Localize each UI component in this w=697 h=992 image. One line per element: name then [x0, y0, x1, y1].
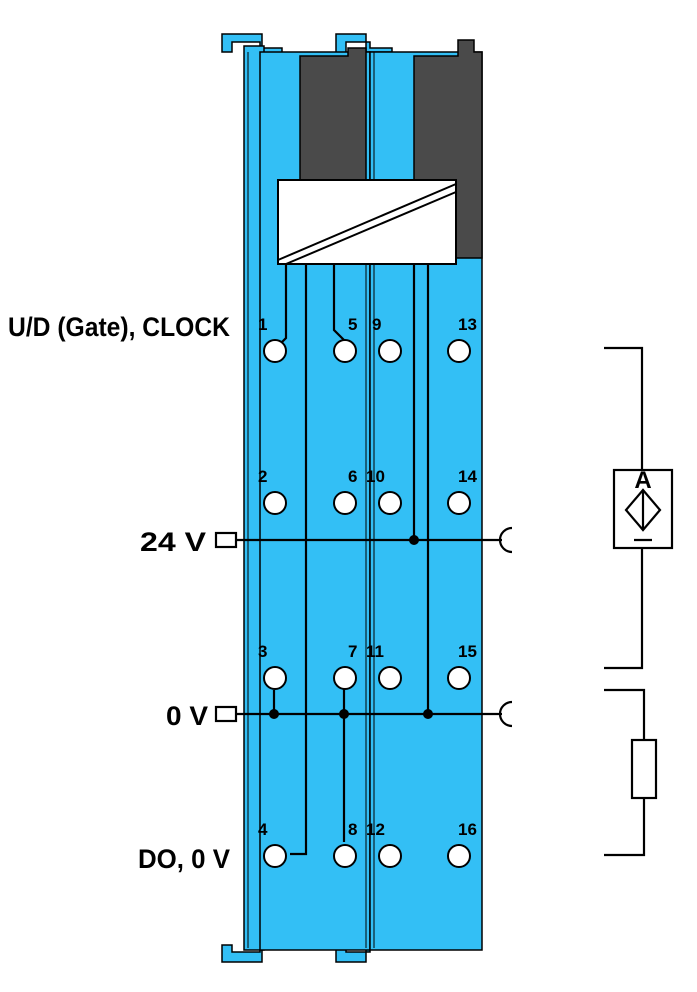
terminal-10 [378, 491, 402, 515]
socket-24v-icon [498, 526, 513, 554]
external-load [604, 688, 658, 857]
terminal-number: 4 [258, 820, 268, 839]
terminal-13 [447, 339, 471, 363]
terminal-number: 6 [348, 467, 357, 486]
terminal-12 [378, 844, 402, 868]
terminal-8 [333, 844, 357, 868]
label-24v: 24 V [140, 527, 206, 557]
terminal-number: 5 [348, 315, 357, 334]
terminal-2 [263, 491, 287, 515]
terminal-4 [263, 844, 287, 868]
terminal-circles [263, 339, 471, 868]
terminal-number: 2 [258, 467, 267, 486]
terminal-14 [447, 491, 471, 515]
terminal-number: 15 [458, 642, 477, 661]
connector-24v [214, 531, 238, 549]
terminal-3 [263, 666, 287, 690]
sensor-box [612, 468, 674, 550]
external-sensor [604, 346, 674, 670]
terminal-11 [378, 666, 402, 690]
terminal-number: 3 [258, 642, 267, 661]
label-ud-clock: U/D (Gate), CLOCK [8, 312, 230, 342]
terminal-15 [447, 666, 471, 690]
label-do-0v: DO, 0 V [138, 844, 230, 874]
terminal-number: 10 [366, 467, 385, 486]
terminal-6 [333, 491, 357, 515]
terminal-number: 14 [458, 467, 477, 486]
junction-dots [269, 535, 433, 719]
supply-rails [214, 526, 513, 728]
terminal-number: 11 [366, 642, 384, 661]
terminal-1 [263, 339, 287, 363]
terminal-number: 13 [458, 315, 477, 334]
terminal-9 [378, 339, 402, 363]
terminal-number: 12 [366, 820, 385, 839]
connector-0v [214, 705, 238, 723]
terminal-16 [447, 844, 471, 868]
isolation-box [277, 179, 457, 265]
label-0v: 0 V [166, 701, 208, 731]
terminal-5 [333, 339, 357, 363]
socket-0v-icon [498, 700, 513, 728]
terminal-number: 7 [348, 642, 357, 661]
internal-wiring [272, 264, 430, 856]
terminal-7 [333, 666, 357, 690]
terminal-number: 9 [372, 315, 381, 334]
terminal-numbers: 1 2 3 4 5 6 7 8 9 10 11 12 13 14 15 16 [258, 315, 477, 839]
terminal-number: 16 [458, 820, 477, 839]
load-resistor [630, 738, 658, 800]
top-hook-right [335, 33, 393, 57]
terminal-number: 1 [258, 315, 267, 334]
sensor-symbol-label: A [634, 467, 651, 494]
terminal-number: 8 [348, 820, 357, 839]
